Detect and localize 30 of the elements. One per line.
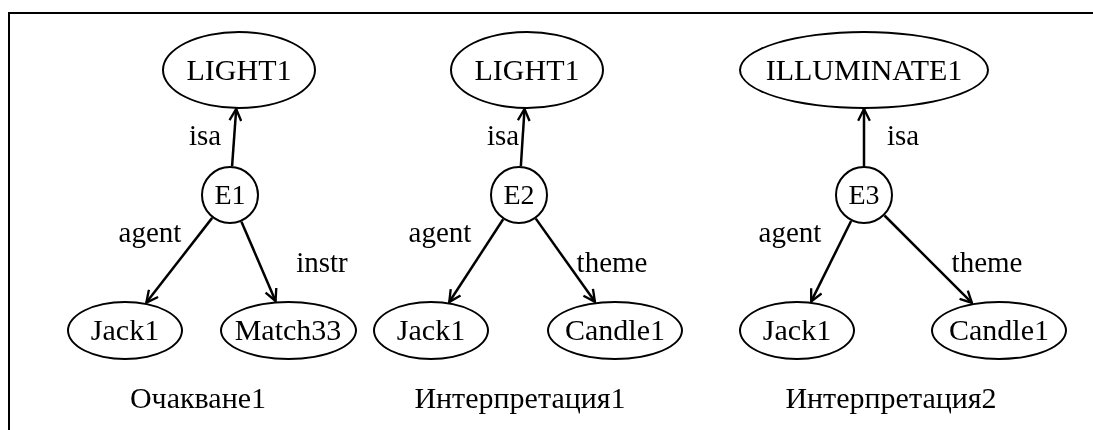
ellipse-node: Match33 [219,300,357,360]
arrow [228,107,243,167]
ellipse-node: ILLUMINATE1 [739,31,989,109]
arrow [534,217,597,303]
caption: Интерпретация2 [785,383,997,413]
circle-node: E1 [201,166,259,224]
circle-node: E3 [835,166,893,224]
arrow [857,107,871,166]
edge-label: instr [296,247,348,277]
ellipse-node: Jack1 [373,300,489,360]
edge-label: theme [576,247,648,277]
edge-label: isa [188,120,222,150]
ellipse-node: LIGHT1 [162,31,316,109]
arrow [810,220,853,303]
edge-label: theme [951,247,1023,277]
edge-label: isa [486,120,520,150]
ellipse-node: Candle1 [931,300,1067,360]
ellipse-node: Jack1 [67,300,183,360]
arrow [240,221,278,303]
edge-label: isa [886,120,920,150]
edge-label: agent [118,217,182,247]
ellipse-node: LIGHT1 [450,31,604,109]
circle-node: E2 [490,166,548,224]
ellipse-node: Candle1 [547,300,683,360]
edge-label: agent [758,217,822,247]
caption: Очакване1 [129,383,267,413]
arrow [516,107,531,167]
edge-label: agent [408,217,472,247]
ellipse-node: Jack1 [739,300,855,360]
caption: Интерпретация1 [414,383,626,413]
